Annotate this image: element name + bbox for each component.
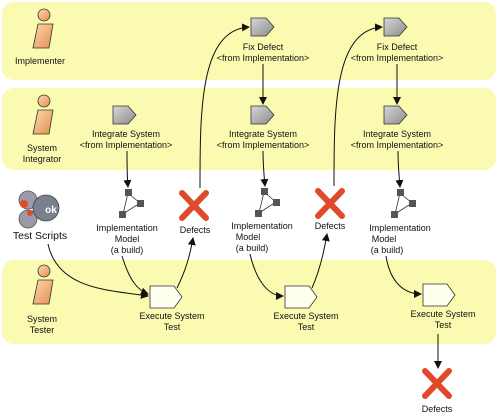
role-tester-line2: Tester	[30, 325, 55, 335]
integrate-system-3-line1: Integrate System	[363, 129, 431, 139]
implementation-model-1-line3: (a build)	[111, 245, 144, 255]
arrow-integrate-3-to-model-3	[395, 150, 404, 188]
arrow-integrate-1-to-model-1	[123, 150, 132, 188]
integrate-system-2-icon	[250, 105, 275, 125]
execute-system-test-3-line1: Execute System	[410, 309, 475, 319]
execute-system-test-2-line2: Test	[298, 322, 315, 332]
test-scripts-label: Test Scripts	[13, 230, 67, 242]
arrow-model-2-to-execute-2	[249, 253, 284, 300]
integrate-system-3-line2: <from Implementation>	[351, 140, 444, 150]
lane-tester	[2, 260, 496, 344]
role-implementer: Implementer	[15, 56, 65, 66]
implementation-model-2-line2: Model	[236, 232, 261, 242]
implementation-model-3-line1: Implementation	[369, 223, 431, 233]
implementation-model-2-line3: (a build)	[236, 243, 269, 253]
execute-system-test-3-icon	[422, 283, 456, 307]
execute-system-test-2-icon	[284, 285, 318, 309]
implementation-model-1-line2: Model	[115, 234, 140, 244]
fix-defect-2-line1: Fix Defect	[377, 42, 418, 52]
implementation-model-3-icon	[391, 189, 416, 218]
arrow-integrate-2-to-model-2	[260, 150, 269, 187]
defects-3-icon	[422, 368, 452, 399]
defects-1-icon	[179, 190, 209, 221]
implementation-model-1-line1: Implementation	[96, 223, 158, 233]
implementation-model-2-line1: Implementation	[231, 221, 293, 231]
execute-system-test-1-line2: Test	[164, 322, 181, 332]
execute-system-test-1-icon	[149, 285, 183, 309]
implementation-model-2-icon	[255, 188, 280, 217]
role-tester-line1: System	[27, 314, 57, 324]
implementation-model-3-line2: Model	[372, 234, 397, 244]
fix-defect-1-line2: <from Implementation>	[217, 53, 310, 63]
implementer-person-icon	[32, 8, 54, 49]
integrate-system-1-icon	[112, 105, 137, 125]
defects-3-label: Defects	[422, 404, 453, 414]
integrate-system-1-line1: Integrate System	[92, 129, 160, 139]
integrate-system-3-icon	[383, 105, 408, 125]
arrow-test-scripts-to-execute-1	[47, 243, 149, 299]
integrate-system-2-line2: <from Implementation>	[217, 140, 310, 150]
tester-person-icon	[32, 264, 54, 305]
role-integrator-line1: System	[27, 143, 57, 153]
execute-system-test-1-line1: Execute System	[139, 311, 204, 321]
ok-badge: ok	[45, 205, 57, 216]
test-scripts-icon: ok	[18, 190, 60, 229]
integrator-person-icon	[32, 94, 54, 135]
defects-2-label: Defects	[315, 221, 346, 231]
implementation-model-3-line3: (a build)	[371, 245, 404, 255]
fix-defect-2-line2: <from Implementation>	[351, 53, 444, 63]
integrate-system-2-line1: Integrate System	[229, 129, 297, 139]
integrate-system-1-line2: <from Implementation>	[80, 140, 173, 150]
role-integrator-line2: Integrator	[23, 154, 62, 164]
execute-system-test-3-line2: Test	[435, 320, 452, 330]
arrow-model-1-to-execute-1	[121, 255, 149, 296]
fix-defect-1-line1: Fix Defect	[243, 42, 284, 52]
lane-implementer	[2, 2, 496, 80]
arrow-defects-2-to-fix-2	[333, 23, 383, 187]
implementation-model-1-icon	[119, 189, 144, 218]
defects-2-icon	[315, 188, 345, 219]
arrow-execute-2-to-defects-2	[311, 233, 330, 289]
fix-defect-1-icon	[250, 17, 275, 37]
arrow-execute-1-to-defects-1	[176, 237, 196, 289]
execute-system-test-2-line1: Execute System	[273, 311, 338, 321]
fix-defect-2-icon	[383, 17, 408, 37]
defects-1-label: Defects	[180, 225, 211, 235]
arrow-defects-1-to-fix-1	[199, 23, 250, 189]
arrow-model-3-to-execute-3	[385, 255, 422, 298]
